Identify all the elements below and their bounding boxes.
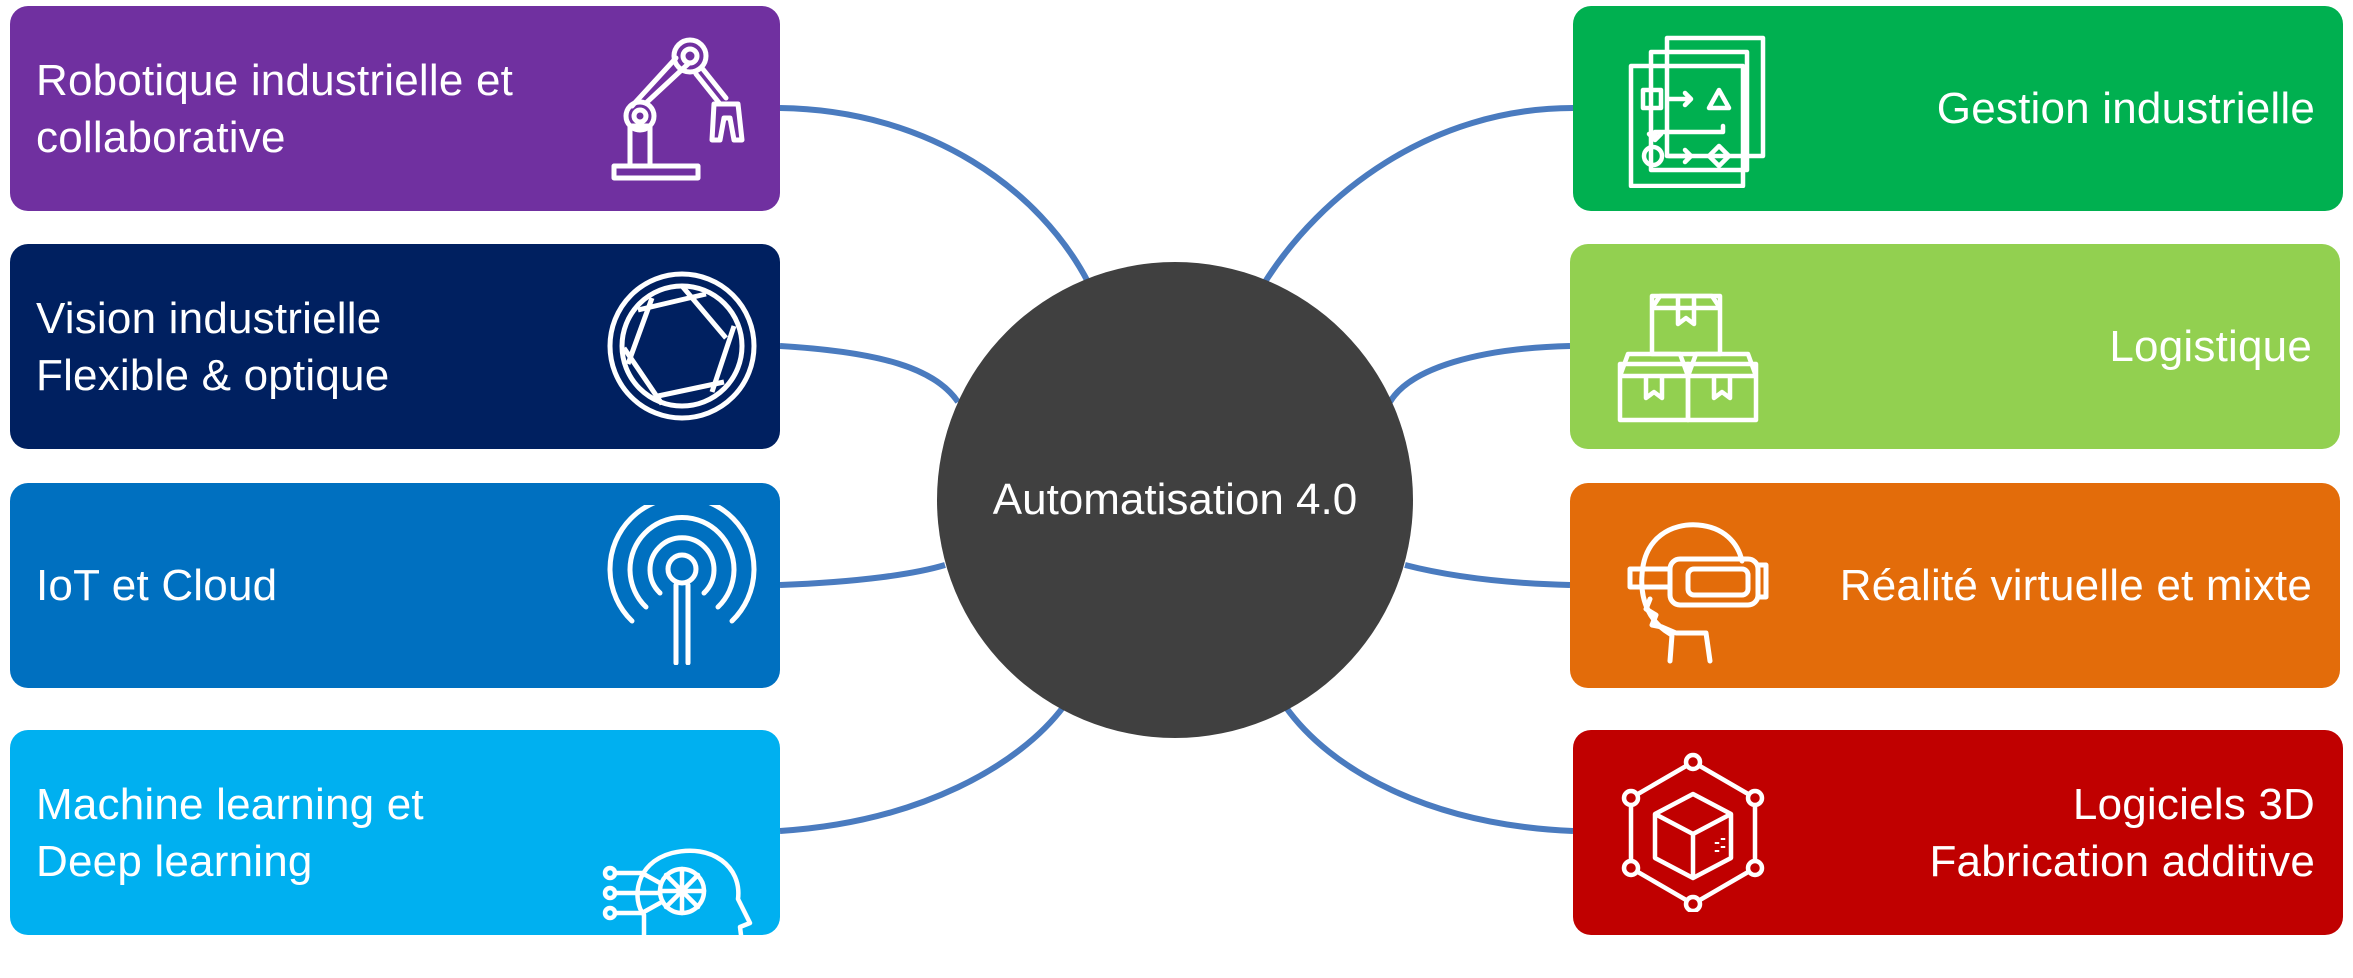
node-realite: Réalité virtuelle et mixte: [1570, 483, 2340, 688]
vr-headset-icon: [1610, 505, 1770, 665]
connector-ml: [779, 704, 1067, 834]
node-label: Réalité virtuelle et mixte: [1839, 561, 2312, 610]
connector-vision: [779, 343, 961, 404]
connector-iot: [779, 562, 946, 588]
connector-logistique: [1387, 343, 1571, 404]
hub-label: Automatisation 4.0: [992, 475, 1358, 524]
connector-gestion: [1262, 105, 1574, 284]
stacked-boxes-icon: [1610, 266, 1770, 426]
node-label: IoT et Cloud: [36, 561, 278, 610]
node-label: Robotique industrielle et collaborative: [36, 55, 514, 162]
node-label: Gestion industrielle: [1936, 84, 2315, 133]
connector-lines: [779, 105, 1574, 834]
node-label: Logiciels 3D Fabrication additive: [1929, 779, 2315, 886]
connector-logiciels: [1282, 704, 1574, 834]
ai-brain-icon: [602, 818, 762, 978]
robot-arm-icon: [602, 28, 762, 188]
connector-robotique: [779, 105, 1091, 284]
node-robotique: Robotique industrielle et collaborative: [10, 6, 780, 211]
wireless-antenna-icon: [602, 505, 762, 665]
camera-aperture-icon: [602, 266, 762, 426]
node-iot: IoT et Cloud: [10, 483, 780, 688]
node-gestion: Gestion industrielle: [1573, 6, 2343, 211]
node-vision: Vision industrielle Flexible & optique: [10, 244, 780, 449]
node-machine-learning: Machine learning et Deep learning: [10, 730, 780, 954]
3d-cube-icon: [1613, 752, 1773, 912]
node-label: Machine learning et Deep learning: [36, 779, 424, 886]
node-label: Logistique: [2109, 322, 2312, 371]
node-logistique: Logistique: [1570, 244, 2340, 449]
connector-realite: [1404, 562, 1571, 588]
hub-circle: Automatisation 4.0: [937, 262, 1413, 738]
node-logiciels: Logiciels 3D Fabrication additive: [1573, 730, 2343, 935]
process-flow-icon: [1613, 28, 1773, 188]
node-label: Vision industrielle Flexible & optique: [36, 293, 390, 400]
